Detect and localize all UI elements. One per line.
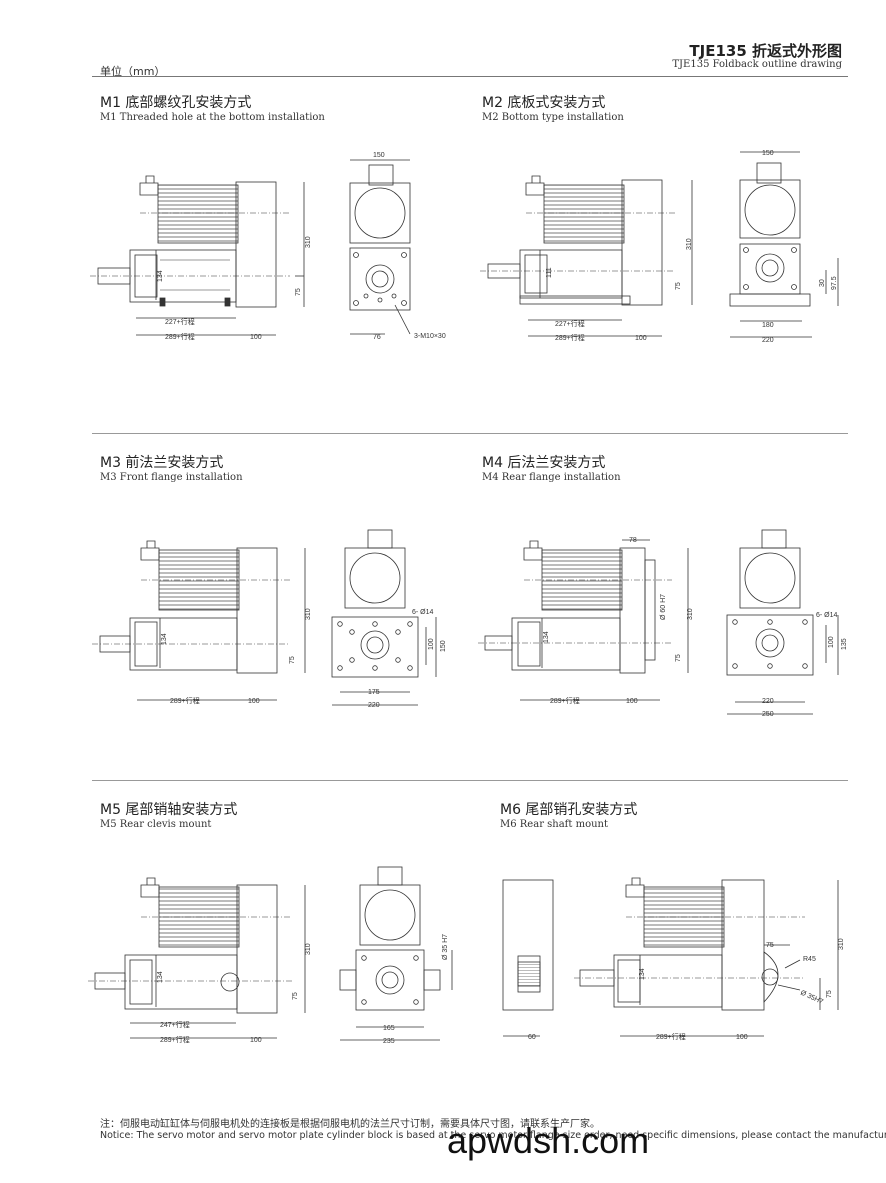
m6-dim-60: 60 (528, 1034, 536, 1041)
m2-dimensions: 150 310 111 75 30 97.5 227+行程 289+行程 100… (546, 150, 838, 344)
m1-dim-227: 227+行程 (165, 317, 195, 326)
section-m2-subtitle: M2 Bottom type installation (482, 112, 624, 123)
m3-dim-134: 134 (161, 633, 168, 645)
m3-side-view (92, 540, 306, 701)
section-divider-2 (92, 780, 848, 781)
m2-dim-30: 30 (819, 279, 826, 287)
m6-dim-75v: 75 (826, 990, 833, 998)
m6-dim-height: 310 (838, 938, 845, 950)
m3-dim-220: 220 (368, 702, 380, 709)
section-m5-title: M5 尾部销轴安装方式 (100, 802, 238, 818)
m4-dim-60h7: Ø 60 H7 (660, 594, 667, 620)
m1-dim-134: 134 (157, 270, 164, 282)
m4-end-view (726, 529, 839, 715)
m2-dim-180: 180 (762, 322, 774, 329)
m2-dim-220: 220 (762, 337, 774, 344)
footer-note-cn: 注：伺服电动缸缸体与伺服电机处的连接板是根据伺服电机的法兰尺寸订制，需要具体尺寸… (100, 1119, 600, 1130)
m5-dim-134: 134 (157, 971, 164, 983)
m5-dim-247: 247+行程 (160, 1020, 190, 1029)
m6-dim-r45: R45 (803, 956, 816, 963)
m3-dim-175: 175 (368, 689, 380, 696)
section-divider-1 (92, 433, 848, 434)
m1-dim-holes: 3-M10×30 (414, 333, 446, 340)
section-m5-subtitle: M5 Rear clevis mount (100, 819, 212, 830)
section-m4-title: M4 后法兰安装方式 (482, 455, 606, 471)
m2-dim-height: 310 (686, 238, 693, 250)
page-title: TJE135 折返式外形图 (689, 42, 842, 60)
m2-dim-289: 289+行程 (555, 333, 585, 342)
m1-end-view (349, 159, 411, 335)
m1-dim-289: 289+行程 (165, 332, 195, 341)
m6-side-view (574, 877, 839, 1037)
m3-dim-75: 75 (289, 656, 296, 664)
m2-side-view (480, 175, 693, 337)
m4-dim-289: 289+行程 (550, 696, 580, 705)
header-rule (92, 76, 848, 77)
m3-end-view (331, 529, 437, 706)
footer-note-en: Notice: The servo motor and servo motor … (100, 1130, 886, 1141)
m5-end-view (339, 866, 453, 1041)
page-subtitle: TJE135 Foldback outline drawing (672, 59, 842, 70)
m5-dim-35h7: Ø 35 H7 (442, 934, 449, 960)
m3-dim-150: 150 (440, 640, 447, 652)
unit-label: 单位（mm） (100, 65, 166, 78)
m2-dim-100: 100 (635, 335, 647, 342)
m3-dim-289: 289+行程 (170, 696, 200, 705)
m2-dim-top: 150 (762, 150, 774, 157)
m6-dim-75: 75 (766, 942, 774, 949)
section-m1-title: M1 底部螺纹孔安装方式 (100, 95, 252, 111)
m5-side-view (88, 877, 306, 1039)
m6-dim-100: 100 (736, 1034, 748, 1041)
section-m2-title: M2 底板式安装方式 (482, 95, 606, 111)
m2-dim-227: 227+行程 (555, 319, 585, 328)
section-m6-subtitle: M6 Rear shaft mount (500, 819, 608, 830)
m4-dimensions: 78 Ø 60 H7 310 134 75 289+行程 100 6- Ø14 … (543, 537, 848, 718)
m5-dim-100: 100 (250, 1037, 262, 1044)
m4-dim-height: 310 (687, 608, 694, 620)
m1-dim-height: 310 (305, 236, 312, 248)
m5-dim-289: 289+行程 (160, 1035, 190, 1044)
m4-dim-78: 78 (629, 537, 637, 544)
m1-dim-top: 150 (373, 152, 385, 159)
m6-clevis-view (502, 879, 554, 1037)
m1-dim-100: 100 (250, 334, 262, 341)
m4-dim-250: 250 (762, 711, 774, 718)
m1-dimensions: 150 310 134 75 227+行程 289+行程 100 76 3-M1… (157, 152, 446, 341)
section-m6-title: M6 尾部销孔安装方式 (500, 802, 638, 818)
m2-dim-111: 111 (546, 267, 553, 278)
m5-dim-235: 235 (383, 1038, 395, 1045)
m4-dim-220: 220 (762, 698, 774, 705)
m1-dim-75: 75 (295, 288, 302, 296)
m1-side-view (90, 175, 305, 336)
m4-side-view (478, 539, 689, 701)
m4-dim-134: 134 (543, 631, 550, 643)
section-m1-subtitle: M1 Threaded hole at the bottom installat… (100, 112, 325, 123)
m2-dim-75: 75 (675, 282, 682, 290)
m3-dimensions: 310 134 75 289+行程 100 6- Ø14 100 150 175… (161, 608, 447, 709)
m3-dim-100: 100 (248, 698, 260, 705)
m3-dim-height: 310 (305, 608, 312, 620)
m4-dim-holes: 6- Ø14 (816, 612, 838, 619)
m5-dim-75: 75 (292, 992, 299, 1000)
m4-dim-100v: 100 (828, 636, 835, 648)
m5-dimensions: 310 134 75 247+行程 289+行程 100 Ø 35 H7 165… (157, 934, 449, 1045)
m4-dim-100: 100 (626, 698, 638, 705)
m6-dimensions: 60 75 R45 Ø 35H7 134 310 75 289+行程 100 (528, 938, 845, 1041)
m5-dim-165: 165 (383, 1025, 395, 1032)
m3-dim-100v: 100 (428, 638, 435, 650)
m4-dim-135: 135 (841, 638, 848, 650)
m4-dim-75: 75 (675, 654, 682, 662)
m3-dim-holes: 6- Ø14 (412, 609, 434, 616)
m6-dim-289: 289+行程 (656, 1032, 686, 1041)
m2-dim-97-5: 97.5 (831, 276, 838, 290)
watermark-text: apwdsh.com (447, 1120, 650, 1161)
section-m4-subtitle: M4 Rear flange installation (482, 472, 621, 483)
m1-dim-76: 76 (373, 334, 381, 341)
m2-end-view (729, 151, 839, 338)
m5-dim-height: 310 (305, 943, 312, 955)
section-m3-subtitle: M3 Front flange installation (100, 472, 243, 483)
m6-dim-134: 134 (639, 968, 646, 980)
section-m3-title: M3 前法兰安装方式 (100, 455, 224, 471)
